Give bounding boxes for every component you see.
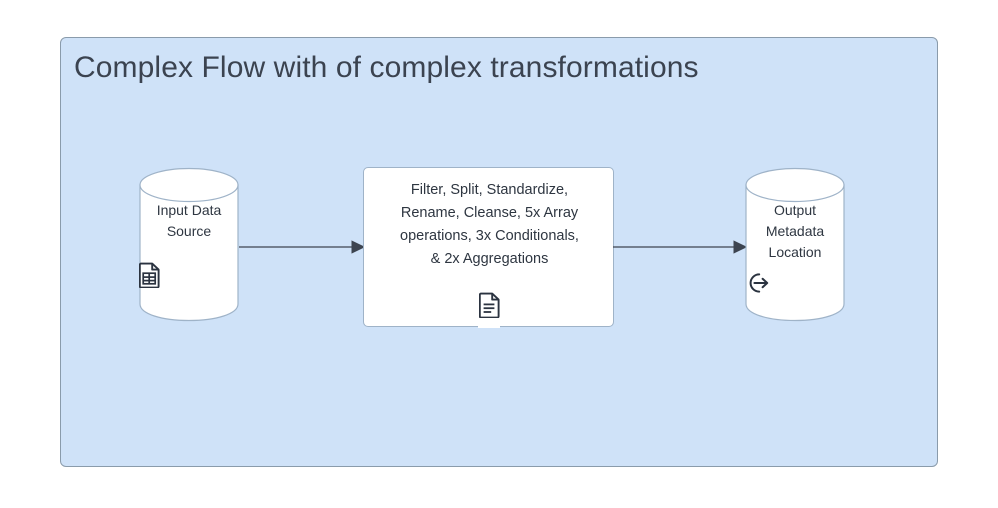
node-label-line: Location	[768, 244, 822, 260]
node-transformations[interactable]: Filter, Split, Standardize, Rename, Clea…	[363, 167, 614, 327]
node-icon-wrap	[745, 271, 845, 293]
document-text-icon	[478, 292, 501, 323]
box-connection-notch	[478, 326, 500, 328]
node-output-metadata-location[interactable]: Output Metadata Location	[745, 167, 845, 322]
node-label-line: & 2x Aggregations	[430, 251, 549, 267]
node-label-line: Source	[166, 223, 212, 239]
node-input-data-source[interactable]: Input Data Source	[139, 167, 239, 322]
node-label-line: Filter, Split, Standardize,	[410, 182, 569, 198]
edge-input-to-transformations	[239, 240, 365, 254]
node-icon-wrap	[139, 262, 239, 288]
node-label-line: Metadata	[765, 223, 825, 239]
cylinder-shape	[745, 167, 845, 322]
node-label: Output Metadata Location	[745, 200, 845, 263]
node-label: Filter, Split, Standardize, Rename, Clea…	[372, 179, 607, 271]
edge-transformations-to-output	[613, 240, 747, 254]
node-label: Input Data Source	[139, 200, 239, 242]
node-icon-wrap	[364, 292, 615, 323]
node-label-line: Input Data	[156, 202, 222, 218]
cylinder-shape	[139, 167, 239, 322]
node-label-line: Rename, Cleanse, 5x Array	[400, 205, 579, 221]
node-label-line: Output	[773, 202, 817, 218]
diagram-title: Complex Flow with of complex transformat…	[74, 51, 699, 84]
node-label-line: operations, 3x Conditionals,	[400, 228, 579, 244]
